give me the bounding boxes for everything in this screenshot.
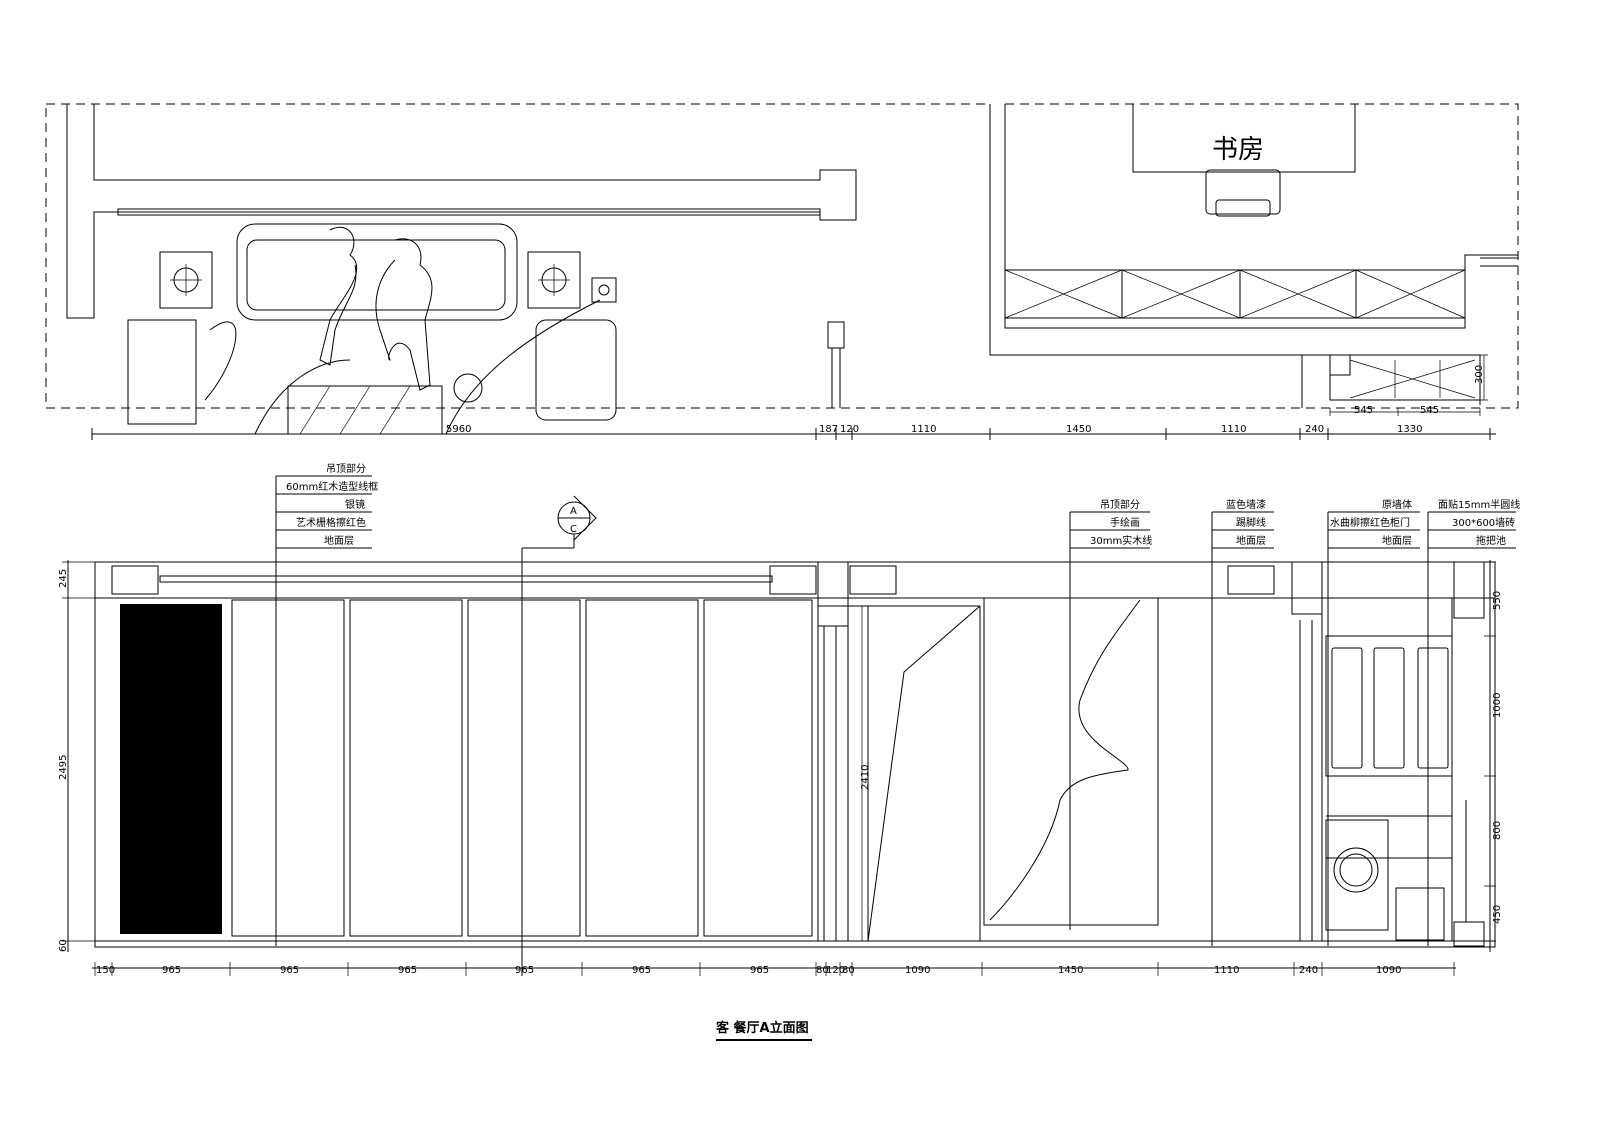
drawing-title: 客 餐厅A立面图 <box>716 1020 812 1041</box>
elev-dim-7: 80 <box>816 965 829 976</box>
elev-dim-2: 965 <box>280 965 299 976</box>
note-mid-0: 吊顶部分 <box>1100 498 1140 511</box>
elev-dim-5: 965 <box>632 965 651 976</box>
note-left-0: 吊顶部分 <box>326 462 366 475</box>
elev-dim-1: 965 <box>162 965 181 976</box>
elev-dim-12: 1110 <box>1214 965 1239 976</box>
note-r2-2: 地面层 <box>1382 534 1412 547</box>
note-left-3: 艺术栅格擦红色 <box>296 516 366 529</box>
plan-dim-1110b: 1110 <box>1221 424 1246 435</box>
elev-right-dim-550: 550 <box>1492 591 1503 610</box>
elev-right-dim-1000: 1000 <box>1492 693 1503 718</box>
plan-dim-300: 300 <box>1474 365 1485 384</box>
annotations: 吊顶部分 60mm红木造型线框 银镜 艺术栅格擦红色 地面层 吊顶部分 手绘画 … <box>275 462 1520 946</box>
door-height-dim: 2410 <box>860 765 871 790</box>
plan-dim-1110a: 1110 <box>911 424 936 435</box>
note-r3-1: 300*600墙砖 <box>1452 516 1515 529</box>
drawing-title-text: 客 餐厅A立面图 <box>716 1020 809 1036</box>
note-r2-1: 水曲柳擦红色柜门 <box>1330 516 1410 529</box>
plan-dim-545b: 545 <box>1420 405 1439 416</box>
note-left-1: 60mm红木造型线框 <box>286 480 378 493</box>
note-left-2: 银镜 <box>345 498 365 511</box>
note-r3-0: 面贴15mm半圆线 <box>1438 498 1520 511</box>
note-mid-1: 手绘画 <box>1110 516 1140 529</box>
plan-dim-1330: 1330 <box>1397 424 1422 435</box>
elev-left-dim-top: 245 <box>58 569 69 588</box>
section-marker-top: A <box>570 506 577 517</box>
plan-dim-120: 120 <box>840 424 859 435</box>
note-r1-0: 蓝色墙漆 <box>1226 498 1266 511</box>
cabinets <box>1325 561 1485 947</box>
note-r1-2: 地面层 <box>1236 534 1266 547</box>
plan-dim-545a: 545 <box>1354 405 1373 416</box>
elev-right-dim-450: 450 <box>1492 905 1503 924</box>
plan-dim-187: 187 <box>819 424 838 435</box>
room-label-study: 书房 <box>1212 135 1264 165</box>
elevation-dimensions: 150 965 965 965 965 965 965 80 120 80 10… <box>58 560 1503 976</box>
note-r2-0: 原墙体 <box>1382 498 1412 511</box>
elev-dim-10: 1090 <box>905 965 930 976</box>
note-mid-2: 30mm实木线 <box>1090 534 1152 547</box>
note-r3-2: 拖把池 <box>1476 534 1506 547</box>
note-left-4: 地面层 <box>324 534 354 547</box>
elev-dim-4: 965 <box>515 965 534 976</box>
plan-dim-240: 240 <box>1305 424 1324 435</box>
silver-mirror-panel <box>120 604 222 934</box>
elev-left-dim-middle: 2495 <box>58 755 69 780</box>
floor-plan: 书房 <box>45 103 1519 435</box>
section-marker: A C <box>521 495 597 976</box>
elev-dim-14: 1090 <box>1376 965 1401 976</box>
elev-dim-8: 120 <box>826 965 845 976</box>
elev-left-dim-bottom: 60 <box>58 939 69 952</box>
elev-dim-9: 80 <box>842 965 855 976</box>
plan-dim-5960: 5960 <box>446 424 471 435</box>
plan-dimensions: 5960 187 120 1110 1450 1110 240 1330 545… <box>91 354 1496 440</box>
elev-dim-6: 965 <box>750 965 769 976</box>
ceiling-fixtures <box>111 565 1275 595</box>
elev-right-dim-800: 800 <box>1492 821 1503 840</box>
elev-dim-3: 965 <box>398 965 417 976</box>
elev-dim-0: 150 <box>96 965 115 976</box>
elevation-view: 2410 <box>94 561 1496 948</box>
note-r1-1: 踢脚线 <box>1236 516 1266 529</box>
elev-dim-13: 240 <box>1299 965 1318 976</box>
elev-dim-11: 1450 <box>1058 965 1083 976</box>
lattice-panels <box>231 599 813 937</box>
plan-dim-1450: 1450 <box>1066 424 1091 435</box>
section-marker-bottom: C <box>570 524 577 535</box>
